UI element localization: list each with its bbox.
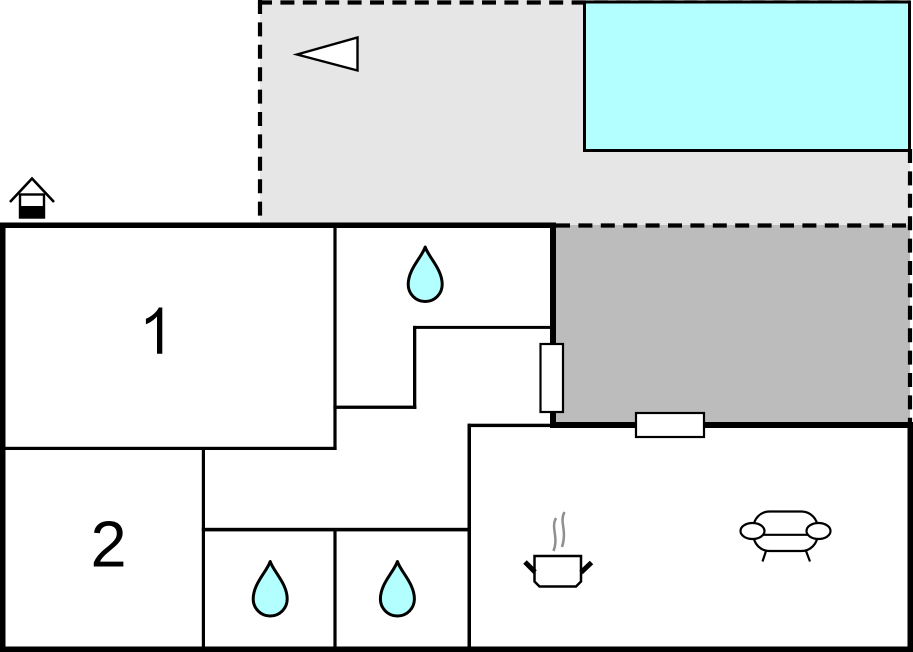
- svg-text:2: 2: [91, 508, 127, 581]
